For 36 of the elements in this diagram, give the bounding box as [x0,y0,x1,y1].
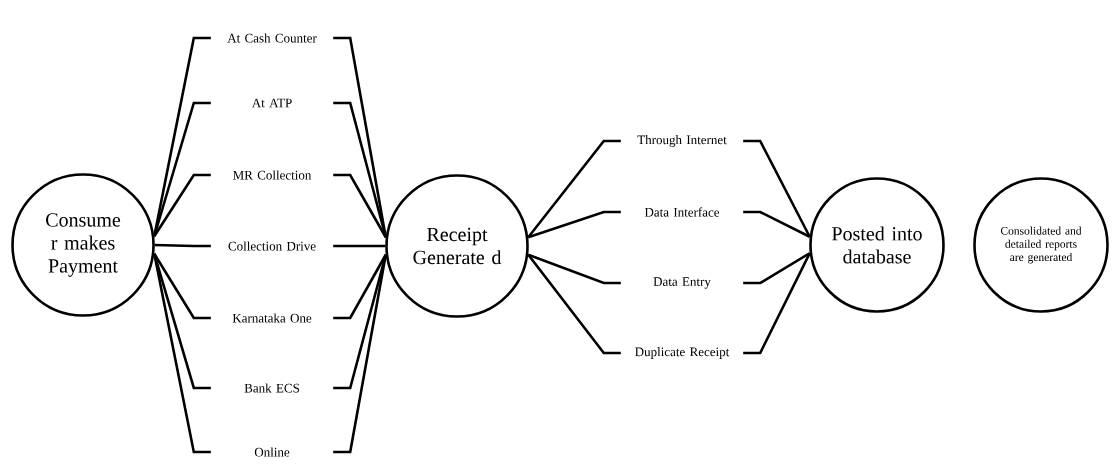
step-label: Duplicate Receipt [635,347,730,359]
connector [153,173,211,237]
connector [527,210,621,239]
step-label: Karnataka One [232,313,312,323]
connector [333,244,386,248]
connector [153,101,211,237]
connector [527,253,621,355]
circle-node: Consolidated and detailed reports are generated [973,177,1109,313]
connector [333,36,388,238]
connector [333,254,388,454]
connector [527,139,621,239]
step-label: Data Entry [653,277,711,289]
connector [743,252,811,285]
connector [527,253,621,285]
step-label: MR Collection [233,170,312,180]
step-label: Through Internet [637,135,727,147]
step-label: Data Interface [644,207,720,217]
step-label: Online [254,447,290,457]
step-label: Bank ECS [244,383,299,393]
connector [743,252,811,355]
step-label: At Cash Counter [227,33,317,43]
circle-node: Posted into database [809,177,945,313]
step-label: Collection Drive [228,241,316,251]
circle-node: Consume r makes Payment [11,173,155,317]
connector [333,101,387,238]
connector [333,173,387,238]
connector [153,253,211,320]
connector [743,210,811,238]
step-label: At ATP [251,98,292,108]
connector [743,139,811,238]
circle-node: Receipt Generate d [385,174,529,318]
connector [153,36,211,237]
connector [333,254,387,390]
connector [333,254,387,320]
connector [153,253,211,454]
connector [154,243,211,248]
